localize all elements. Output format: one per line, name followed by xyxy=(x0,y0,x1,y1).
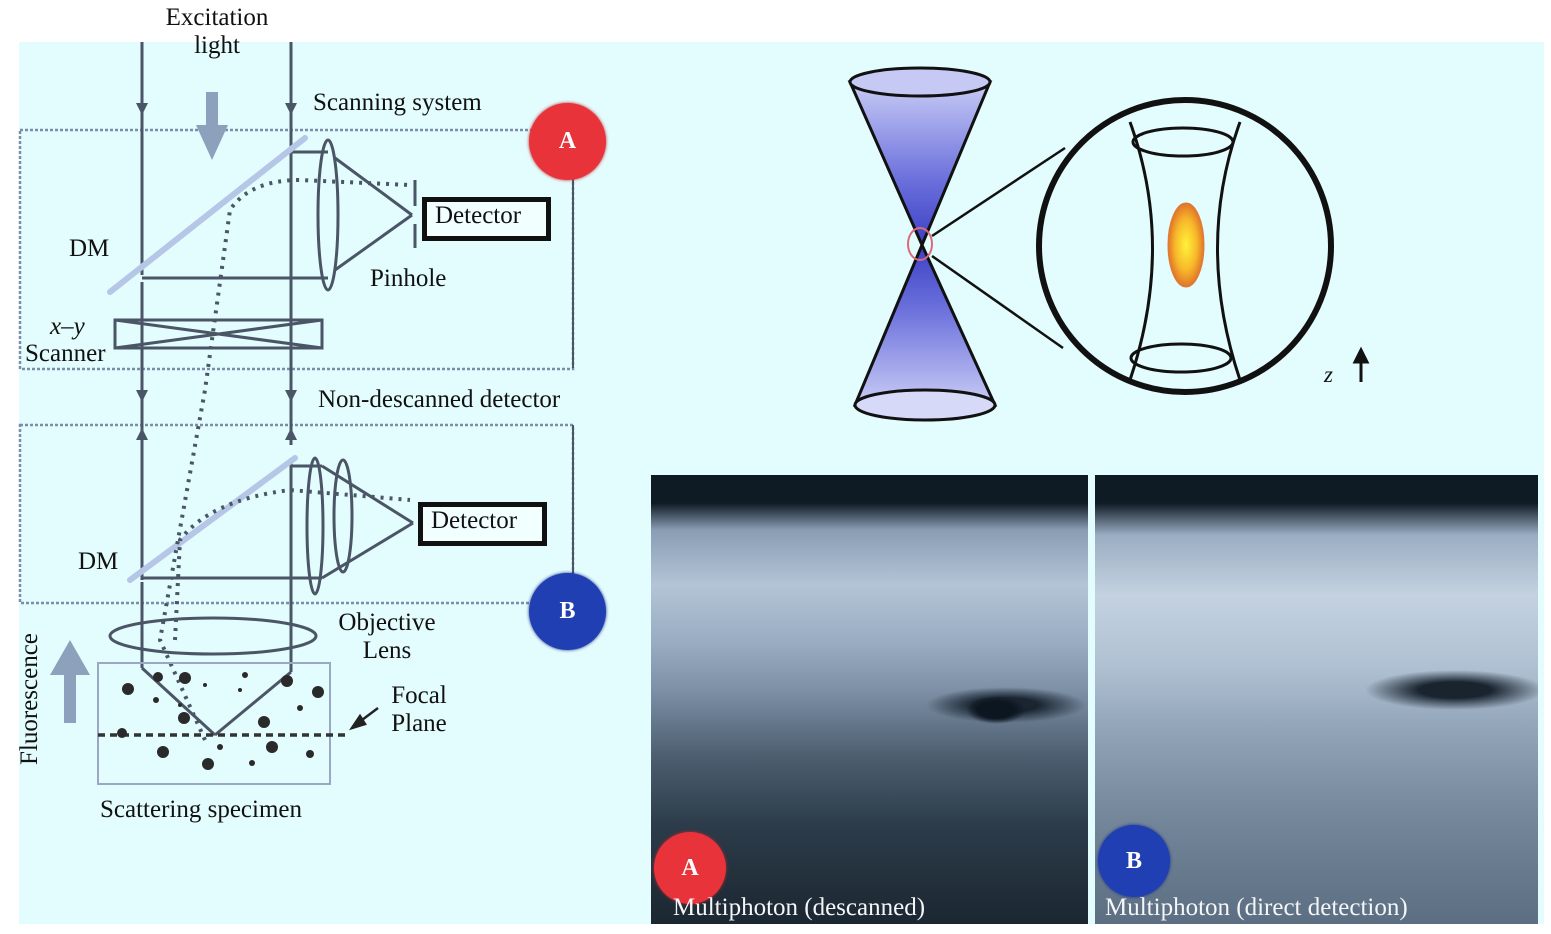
excitation-label-line2: light xyxy=(194,32,240,59)
detector-top-box: Detector xyxy=(422,197,551,241)
zoom-lines xyxy=(931,146,1066,350)
focal-plane-label: Focal Plane xyxy=(382,682,456,738)
focal-label-line1: Focal xyxy=(391,682,447,709)
focal-label-line2: Plane xyxy=(391,710,447,737)
dm-top-label: DM xyxy=(69,235,110,262)
objective-label-line1: Objective xyxy=(338,609,436,636)
z-axis-label: z xyxy=(1324,362,1333,387)
excitation-label-line1: Excitation xyxy=(165,4,269,31)
xy-label: x–y xyxy=(50,313,85,340)
excitation-arrow-icon xyxy=(196,92,228,160)
micrograph-badge-a: A xyxy=(654,832,726,904)
excitation-label: Excitation light xyxy=(150,4,284,60)
micrograph-caption-b: Multiphoton (direct detection) xyxy=(1105,894,1408,921)
detector-top-label: Detector xyxy=(435,202,522,229)
objective-label-line2: Lens xyxy=(362,637,412,664)
magnified-focus-icon xyxy=(1036,97,1334,395)
micrograph-divider xyxy=(1088,475,1095,924)
scanning-system-label: Scanning system xyxy=(313,89,482,116)
specimen-label: Scattering specimen xyxy=(100,796,303,823)
detector-bottom-box: Detector xyxy=(418,502,547,546)
beam-lines xyxy=(140,42,574,737)
z-axis-arrow-icon xyxy=(1352,346,1370,382)
dichroic-mirrors xyxy=(107,135,308,583)
scatter-particles xyxy=(117,672,324,770)
fluorescence-label: Fluorescence xyxy=(16,633,43,765)
objective-lens-label: Objective Lens xyxy=(325,609,449,665)
micrograph-direct-detection: B Multiphoton (direct detection) xyxy=(1095,475,1538,924)
badge-b: B xyxy=(529,573,606,650)
badge-a: A xyxy=(529,103,606,180)
specimen-box xyxy=(97,662,331,785)
dm-bottom-label: DM xyxy=(78,548,119,575)
micrograph-descanned: A Multiphoton (descanned) xyxy=(651,475,1088,924)
xy-scanner xyxy=(113,318,324,350)
non-descanned-label: Non-descanned detector xyxy=(318,386,561,413)
fluorescence-arrow-icon xyxy=(50,640,90,723)
micrograph-badge-b: B xyxy=(1098,825,1170,897)
pinhole-label: Pinhole xyxy=(370,265,447,292)
detector-bottom-label: Detector xyxy=(431,507,518,534)
micrograph-caption-a: Multiphoton (descanned) xyxy=(673,894,926,921)
focus-cones-icon xyxy=(847,66,998,422)
lenses xyxy=(108,138,354,656)
scanner-label: Scanner xyxy=(25,340,106,367)
scattered-light-paths xyxy=(157,177,411,741)
